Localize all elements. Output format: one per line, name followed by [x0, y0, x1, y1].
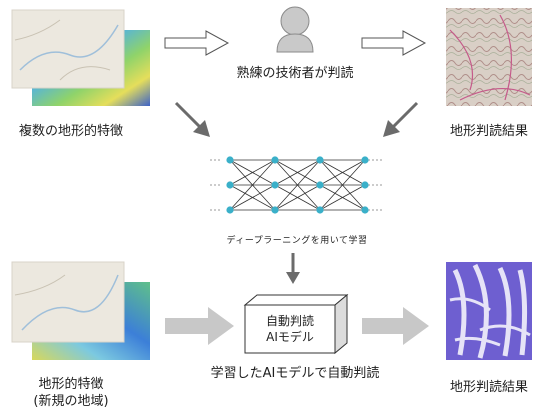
- ai-caption: 学習したAIモデルで自動判読: [210, 366, 380, 381]
- nn-node: [316, 181, 324, 189]
- nn-edge: [319, 184, 366, 211]
- nn-edge: [319, 159, 366, 211]
- new-area-caption-line1: 地形的特徴: [38, 377, 104, 392]
- person-icon: [276, 6, 314, 53]
- diag-arrow-right: [383, 101, 419, 137]
- nn-node: [226, 156, 234, 164]
- hollow-arrow-left: [164, 30, 230, 56]
- hollow-arrow-right: [361, 30, 427, 56]
- nn-node: [316, 206, 324, 214]
- ai-box-label: 自動判読 AIモデル: [245, 313, 335, 345]
- ai-result-caption: 地形判読結果: [449, 380, 529, 395]
- ai-result-map: [446, 262, 532, 360]
- nn-edge: [274, 159, 321, 211]
- expert-caption: 熟練の技術者が判読: [236, 66, 354, 81]
- new-area-map-stack: [11, 261, 150, 360]
- ai-box-line1: 自動判読: [265, 314, 314, 328]
- nn-edge: [274, 159, 321, 186]
- nn-node: [226, 206, 234, 214]
- new-area-caption: 地形的特徴 (新規の地域): [33, 376, 108, 410]
- nn-node: [361, 181, 369, 189]
- diag-arrow-left: [174, 101, 210, 137]
- nn-node: [226, 181, 234, 189]
- expert-result-map: [446, 8, 532, 106]
- network-caption: ディープラーニングを用いて学習: [226, 236, 368, 246]
- nn-node: [361, 156, 369, 164]
- nn-edge: [274, 184, 321, 211]
- right-caption: 地形判読結果: [449, 124, 529, 139]
- new-area-caption-line2: (新規の地域): [33, 394, 109, 409]
- nn-node: [316, 156, 324, 164]
- nn-node: [271, 206, 279, 214]
- nn-node: [271, 156, 279, 164]
- neural-network: [210, 156, 383, 214]
- nn-edge: [229, 184, 276, 211]
- gray-arrow-left: [165, 307, 234, 345]
- nn-edge: [229, 159, 276, 186]
- down-arrow: [286, 253, 300, 284]
- ai-model-box: [243, 293, 349, 355]
- nn-edge: [229, 159, 276, 211]
- nn-node: [271, 181, 279, 189]
- gray-arrow-right: [362, 307, 429, 345]
- nn-node: [361, 206, 369, 214]
- terrain-features-map-stack: [11, 9, 150, 106]
- ai-box-line2: AIモデル: [266, 330, 314, 344]
- nn-edge: [319, 159, 366, 186]
- left-caption: 複数の地形的特徴: [18, 124, 124, 139]
